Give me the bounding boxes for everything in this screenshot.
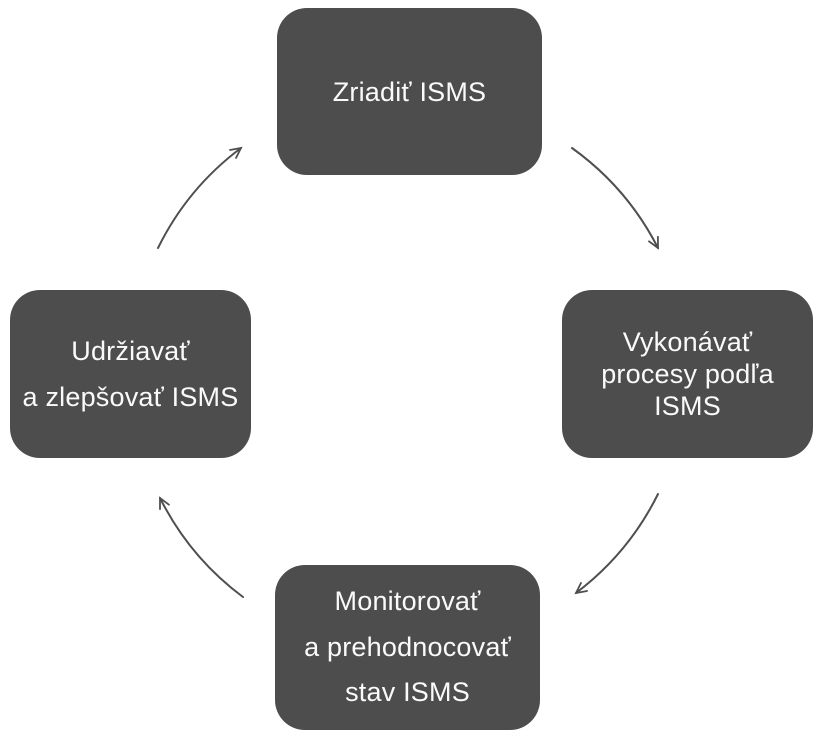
node-operate-label-line-1: Vykonávať [622, 327, 753, 357]
node-monitor-label-line-1: Monitorovať [334, 586, 481, 617]
node-monitor-isms: Monitorovať a prehodnocovať stav ISMS [275, 565, 540, 730]
node-establish-isms: Zriadiť ISMS [277, 8, 542, 175]
node-operate-label-line-3: ISMS [654, 391, 721, 421]
arrow-operate-to-monitor-icon [576, 493, 659, 593]
arrow-maintain-to-establish-icon [157, 148, 241, 249]
node-establish-label: Zriadiť ISMS [332, 76, 487, 107]
arrow-establish-to-operate-icon [571, 147, 659, 248]
node-maintain-label-line-1: Udržiavať [71, 336, 190, 366]
node-maintain-isms: Udržiavať a zlepšovať ISMS [10, 290, 251, 458]
arrow-monitor-to-maintain-icon [159, 498, 244, 598]
node-monitor-label-line-3: stav ISMS [345, 677, 470, 708]
node-operate-isms: Vykonávať procesy podľa ISMS [562, 290, 813, 458]
node-monitor-label-line-2: a prehodnocovať [304, 631, 511, 662]
node-operate-label-line-2: procesy podľa [601, 359, 774, 389]
node-maintain-label-line-2: a zlepšovať ISMS [22, 382, 239, 412]
